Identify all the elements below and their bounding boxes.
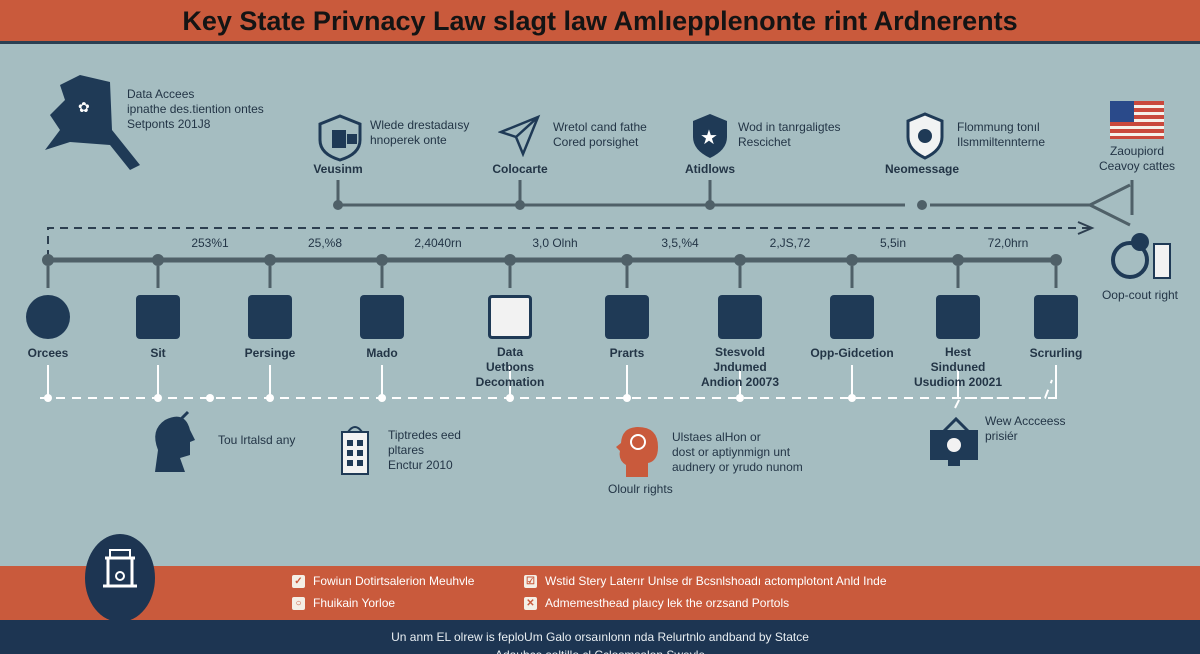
- people-chart-icon: [605, 295, 649, 339]
- star-shield-icon: ★: [690, 112, 730, 165]
- us-flag-icon: [1110, 101, 1164, 144]
- legend-band: ✓Fowiun Dotirtsalerion Meuhvle ☑Wstid St…: [0, 534, 1200, 622]
- head-profile-icon: [155, 410, 195, 472]
- timeline-value: 72,0hrn: [987, 236, 1029, 250]
- house-icon: [718, 295, 762, 339]
- square-check-icon: ☑: [524, 574, 537, 588]
- top-label: Neomessage: [884, 162, 960, 176]
- timeline-label: Orcees: [27, 346, 69, 360]
- x-icon: ✕: [524, 596, 537, 610]
- timeline-label: Sit: [150, 346, 166, 360]
- bottom-label: Oloulr rights: [608, 482, 673, 496]
- timeline-dot: [152, 254, 164, 266]
- page-title: Key State Privnacy Law slagt law Amlıepp…: [182, 6, 1018, 36]
- check-icon: ✓: [292, 574, 305, 588]
- timeline-value: 3,0 Olnh: [532, 236, 578, 250]
- bag-icon: [1034, 295, 1078, 339]
- timeline-label: Scrurling: [1029, 346, 1083, 360]
- timeline-dot: [504, 254, 516, 266]
- lower-dots: [44, 365, 1057, 402]
- dashed-arrow-line: [47, 227, 1090, 258]
- timeline-dot: [42, 254, 54, 266]
- chart-board-icon: [936, 295, 980, 339]
- shield-badge-icon: [315, 112, 365, 167]
- lower-dot: [206, 394, 214, 402]
- top-line-arrow: [930, 183, 1131, 227]
- optout-icon: [1108, 232, 1173, 287]
- lower-dot: [736, 394, 744, 402]
- monitor-house-icon: [930, 416, 978, 466]
- legend-item: ○Fhuikain Yorloe: [292, 596, 395, 610]
- timeline-label: Mado: [366, 346, 398, 360]
- timeline-value: 3,5,%4: [661, 236, 699, 250]
- svg-text:★: ★: [700, 127, 718, 149]
- alaska-map-icon: ✿: [40, 70, 150, 180]
- checklist-icon: [360, 295, 404, 339]
- courthouse-icon: [85, 534, 155, 622]
- head-gear-icon: [616, 427, 658, 477]
- timeline-dot: [376, 254, 388, 266]
- lower-dot: [506, 394, 514, 402]
- top-label: Atidlows: [685, 162, 735, 176]
- building-bag-icon: [341, 426, 369, 475]
- timeline-label: Persinge: [244, 346, 296, 360]
- timeline-value: 5,5in: [879, 236, 907, 250]
- footer: Un anm EL olrew is feploUm Galo orsaınlo…: [0, 620, 1200, 654]
- top-connectors: [336, 180, 1134, 215]
- building-icon: [830, 295, 874, 339]
- top-label: Veusinm: [313, 162, 363, 176]
- lower-dot: [848, 394, 856, 402]
- crest-shield-icon: [905, 112, 945, 165]
- gear-music-icon: [26, 295, 70, 339]
- svg-text:✿: ✿: [78, 99, 90, 115]
- top-label: Colocarte: [492, 162, 548, 176]
- timeline-value: 2,4040rn: [414, 236, 462, 250]
- title-banner: Key State Privnacy Law slagt law Amlıepp…: [0, 0, 1200, 44]
- timeline-value: 2,JS,72: [769, 236, 811, 250]
- timeline-dot: [846, 254, 858, 266]
- lower-dot: [154, 394, 162, 402]
- lower-dot: [378, 394, 386, 402]
- timeline-value: 253%1: [191, 236, 229, 250]
- timeline-value: 25,%8: [307, 236, 343, 250]
- timeline-dot: [621, 254, 633, 266]
- dashed-arrow-head: [1077, 221, 1095, 235]
- paper-plane-icon: [497, 112, 543, 162]
- lower-dot: [44, 394, 52, 402]
- timeline-label: Prarts: [609, 346, 645, 360]
- timeline-dot: [1050, 254, 1062, 266]
- lower-dot: [623, 394, 631, 402]
- legend-item: ☑Wstid Stery Laterır Unlse dr Bcsnlshoad…: [524, 574, 887, 588]
- lower-dot: [266, 394, 274, 402]
- timeline-label: Opp-Gidcetion: [810, 346, 894, 360]
- optout-label: Oop-cout right: [1101, 288, 1179, 302]
- timeline-dot: [952, 254, 964, 266]
- timeline-dot: [734, 254, 746, 266]
- legend-item: ✓Fowiun Dotirtsalerion Meuhvle: [292, 574, 474, 588]
- padlock-icon: [136, 295, 180, 339]
- legend-item: ✕Admemesthead plaıcy lek the orzsand Por…: [524, 596, 789, 610]
- timeline-dots: [42, 254, 1062, 288]
- grid-calendar-icon: [488, 295, 532, 339]
- circle-icon: ○: [292, 596, 305, 610]
- timeline-dot: [264, 254, 276, 266]
- person-icon: [248, 295, 292, 339]
